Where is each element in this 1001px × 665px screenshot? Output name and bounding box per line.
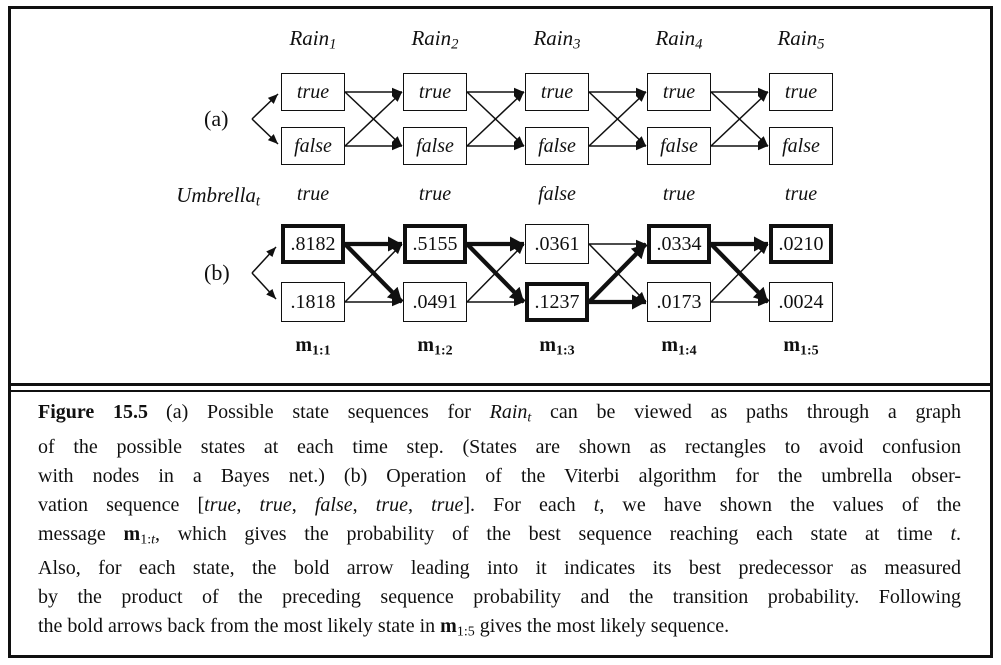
rain-sub-5: 5 <box>817 36 825 53</box>
state-box-a4-false: false <box>647 127 711 165</box>
m-sub-4: 1:4 <box>678 343 697 359</box>
rain-sub-1: 1 <box>329 36 337 53</box>
state-box-a3-true: true <box>525 73 589 111</box>
rain-header-3: Rain3 <box>502 26 612 54</box>
arrow-a1-ft <box>344 91 403 147</box>
rain-header-2: Rain2 <box>380 26 490 54</box>
arrow-a4-ft <box>710 91 769 147</box>
arrow-b2-ft <box>466 243 525 303</box>
rain-word: Rain <box>533 26 574 50</box>
part-b-label: (b) <box>204 260 230 285</box>
rain-word: Rain <box>777 26 818 50</box>
arrow-b4-ft <box>710 243 769 303</box>
rain-header-4: Rain4 <box>624 26 734 54</box>
state-box-a1-false: false <box>281 127 345 165</box>
umbrella-label: Umbrellat <box>118 183 260 211</box>
state-box-a4-true: true <box>647 73 711 111</box>
rain-header-5: Rain5 <box>746 26 856 54</box>
m-sub-5: 1:5 <box>800 343 819 359</box>
rain-sub-4: 4 <box>695 36 703 53</box>
rain-header-1: Rain1 <box>258 26 368 54</box>
observation-3: false <box>538 183 576 205</box>
m-word: m <box>539 334 556 356</box>
m-sub-2: 1:2 <box>434 343 453 359</box>
state-box-a5-false: false <box>769 127 833 165</box>
rain-sub-2: 2 <box>451 36 459 53</box>
umbrella-sub: t <box>255 193 260 210</box>
message-label-5: m1:5 <box>746 334 856 360</box>
caption-line: message m1:t, which gives the probabilit… <box>38 522 961 548</box>
message-box-m12-false: .0491 <box>403 282 467 322</box>
state-box-a1-true: true <box>281 73 345 111</box>
arrow-b1-ft <box>344 243 403 303</box>
outer-frame <box>8 6 993 658</box>
state-box-a5-true: true <box>769 73 833 111</box>
message-box-m12-true: .5155 <box>403 224 467 264</box>
arrow-a-start-false <box>251 118 279 145</box>
arrow-b3-ft-bold <box>587 242 648 304</box>
figure-number: Figure 15.5 <box>38 401 149 423</box>
m-word: m <box>417 334 434 356</box>
caption-line: by the product of the preceding sequence… <box>38 586 961 608</box>
message-box-m11-false: .1818 <box>281 282 345 322</box>
rain-sub-3: 3 <box>573 36 581 53</box>
m-sub-1: 1:1 <box>312 343 331 359</box>
m-sub-3: 1:3 <box>556 343 575 359</box>
trellis-arrows <box>251 87 770 310</box>
arrow-a2-ft <box>466 91 525 147</box>
caption-divider-rule <box>8 383 993 392</box>
message-box-m14-false: .0173 <box>647 282 711 322</box>
m-word: m <box>295 334 312 356</box>
observation-1: true <box>296 183 330 205</box>
observation-2: true <box>418 183 452 205</box>
m-word: m <box>783 334 800 356</box>
observation-5: true <box>784 183 818 205</box>
caption-line: Figure 15.5(a) Possible state sequences … <box>38 401 962 426</box>
arrow-a3-ft <box>588 91 647 147</box>
m-word: m <box>661 334 678 356</box>
caption-line: vation sequence [true, true, false, true… <box>38 493 962 516</box>
message-box-m14-true: .0334 <box>647 224 711 264</box>
part-a-label: (a) <box>204 106 229 131</box>
caption-line: of the possible states at each time step… <box>38 435 961 458</box>
message-box-m13-false: .1237 <box>525 282 589 322</box>
message-box-m13-true: .0361 <box>525 224 589 264</box>
rain-word: Rain <box>655 26 696 50</box>
message-label-3: m1:3 <box>502 334 612 360</box>
caption-line: with nodes in a Bayes net.) (b) Operatio… <box>38 464 961 487</box>
message-label-4: m1:4 <box>624 334 734 360</box>
rain-word: Rain <box>411 26 452 50</box>
state-box-a3-false: false <box>525 127 589 165</box>
arrow-a-start-true <box>251 93 279 120</box>
message-box-m11-true: .8182 <box>281 224 345 264</box>
caption-line: the bold arrows back from the most likel… <box>38 615 730 640</box>
message-label-2: m1:2 <box>380 334 490 360</box>
caption-line: Also, for each state, the bold arrow lea… <box>38 557 961 579</box>
arrow-b-start-true <box>251 246 277 274</box>
arrow-b-start-false <box>251 272 277 300</box>
message-box-m15-false: .0024 <box>769 282 833 322</box>
state-box-a2-true: true <box>403 73 467 111</box>
observation-4: true <box>662 183 696 205</box>
umbrella-word: Umbrella <box>176 183 256 207</box>
figure-caption: Figure 15.5(a) Possible state sequences … <box>38 398 961 647</box>
rain-word: Rain <box>289 26 330 50</box>
message-box-m15-true: .0210 <box>769 224 833 264</box>
state-box-a2-false: false <box>403 127 467 165</box>
message-label-1: m1:1 <box>258 334 368 360</box>
